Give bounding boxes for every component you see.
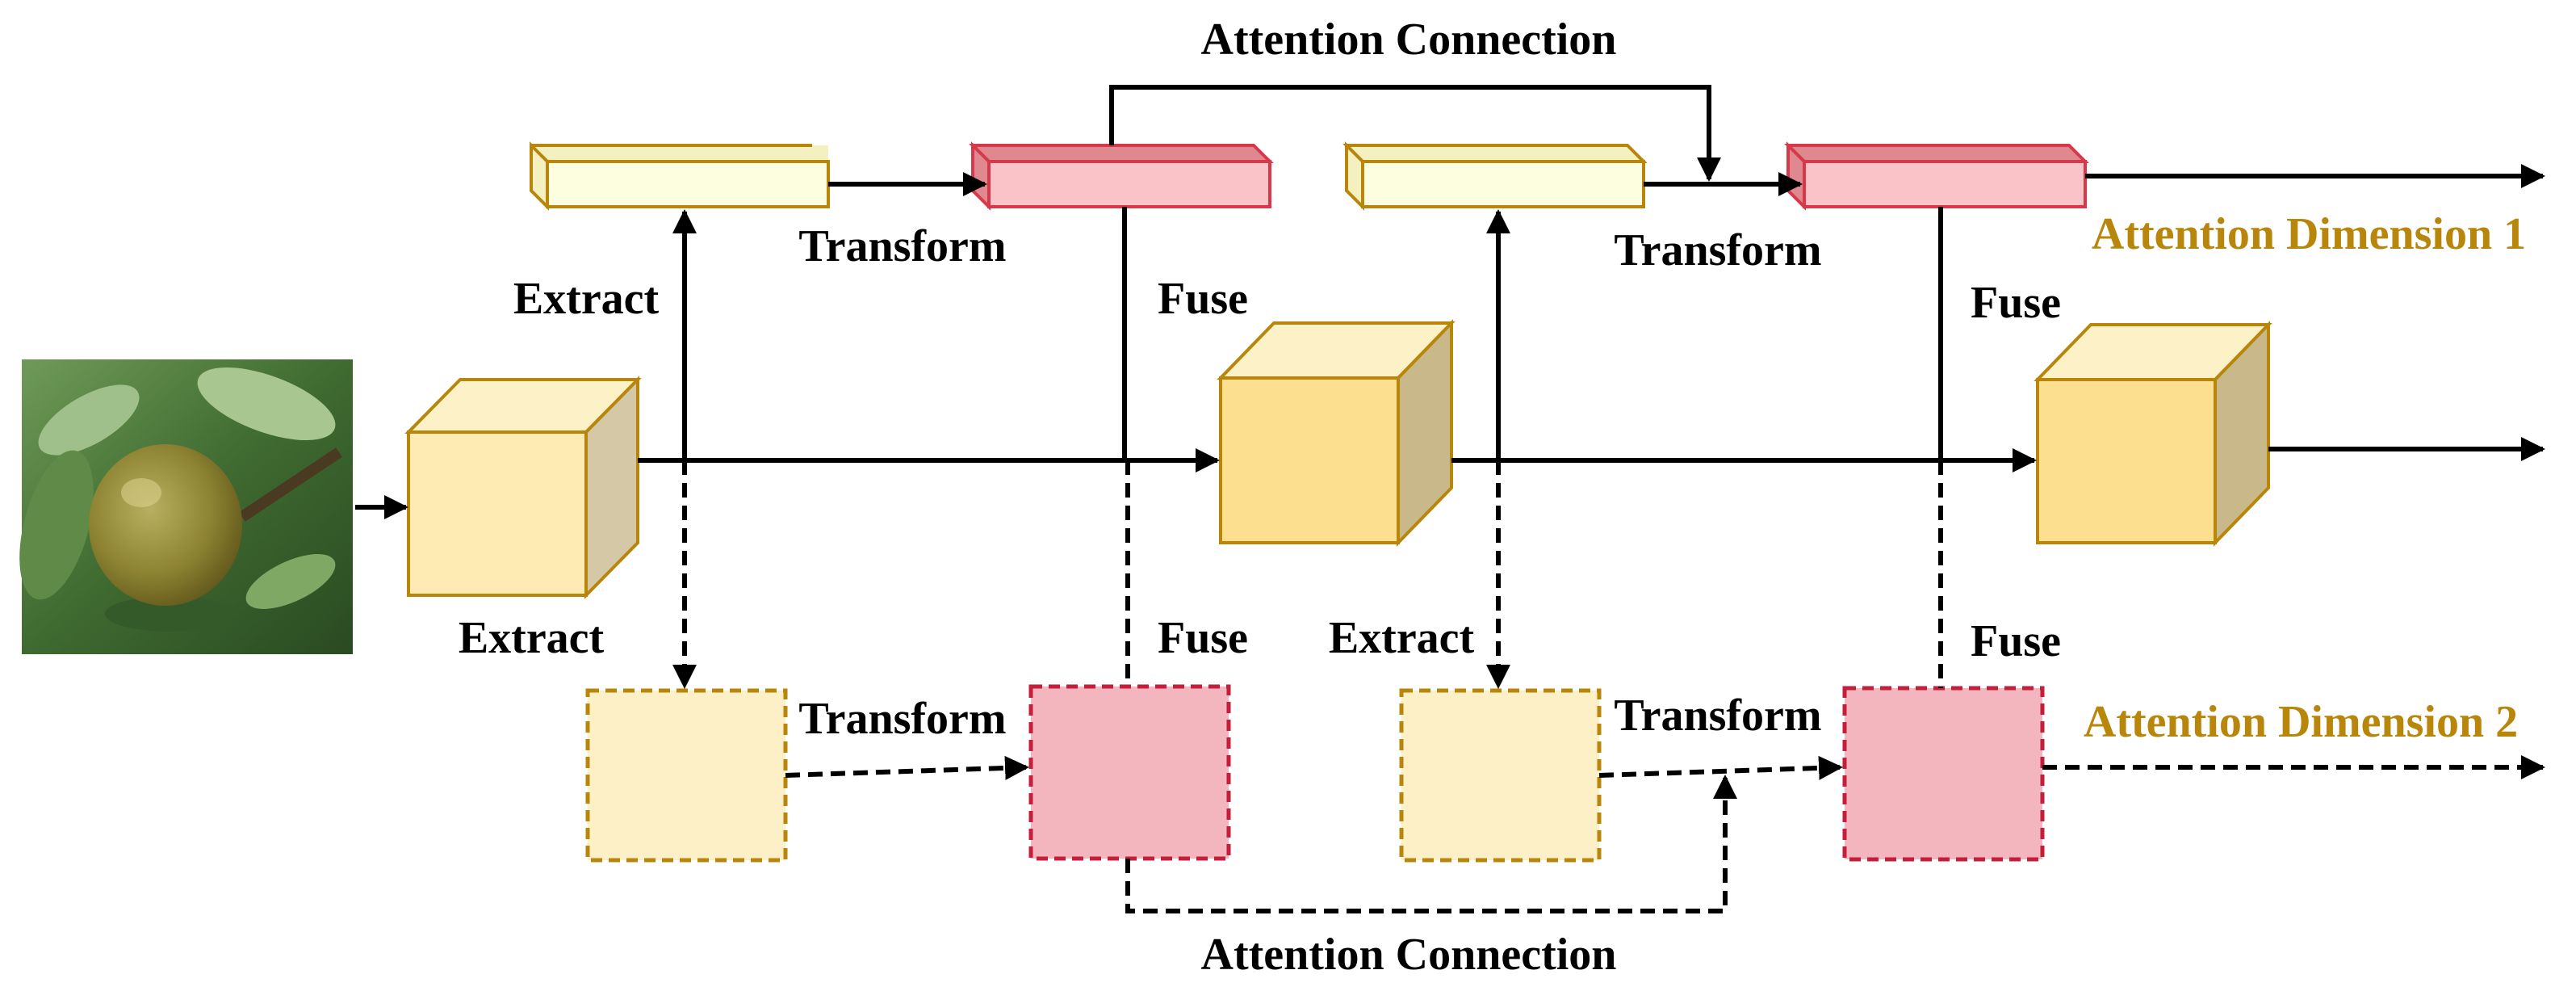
dashed-transform-box-1	[1028, 684, 1231, 861]
attention-connection-bottom-label: Attention Connection	[1201, 930, 1617, 980]
extract-bar-1	[530, 141, 830, 211]
input-image	[19, 359, 353, 654]
transform-top-label-2: Transform	[1614, 225, 1821, 275]
fuse-bottom-label-2: Fuse	[1971, 616, 2061, 666]
attention-connection-top	[1109, 85, 1721, 182]
transform-dashed-arrow-1	[785, 755, 1029, 780]
transform-bottom-label-2: Transform	[1614, 691, 1821, 741]
extract-bottom-label-1: Extract	[459, 613, 605, 663]
transform-bar-2	[1784, 141, 2089, 211]
attention-connection-bottom	[1125, 775, 1737, 913]
feature-cube-2	[1217, 319, 1456, 547]
extract-top-label-1: Extract	[513, 274, 660, 324]
transform-bar-1	[969, 141, 1274, 211]
attention-connection-top-label: Attention Connection	[1201, 15, 1617, 65]
extract-top-label-2: Extract	[1329, 613, 1475, 663]
extract-bar-2	[1342, 141, 1648, 211]
fuse-top-label-1: Fuse	[1158, 274, 1248, 324]
feature-cube-3	[2034, 321, 2272, 547]
fuse-top-label-2: Fuse	[1971, 278, 2061, 328]
attention-dimension-1-label: Attention Dimension 1	[2092, 209, 2526, 259]
dashed-extract-box-1	[585, 688, 788, 863]
fuse-bottom-label-1: Fuse	[1158, 613, 1248, 663]
dashed-transform-box-2	[1842, 686, 2045, 862]
attention-dimension-2-label: Attention Dimension 2	[2084, 697, 2518, 747]
transform-top-label-1: Transform	[798, 221, 1006, 271]
transform-dashed-arrow-2	[1598, 755, 1843, 780]
transform-bottom-label-1: Transform	[798, 694, 1006, 744]
feature-cube-1	[404, 376, 642, 599]
dashed-extract-box-2	[1399, 688, 1602, 863]
